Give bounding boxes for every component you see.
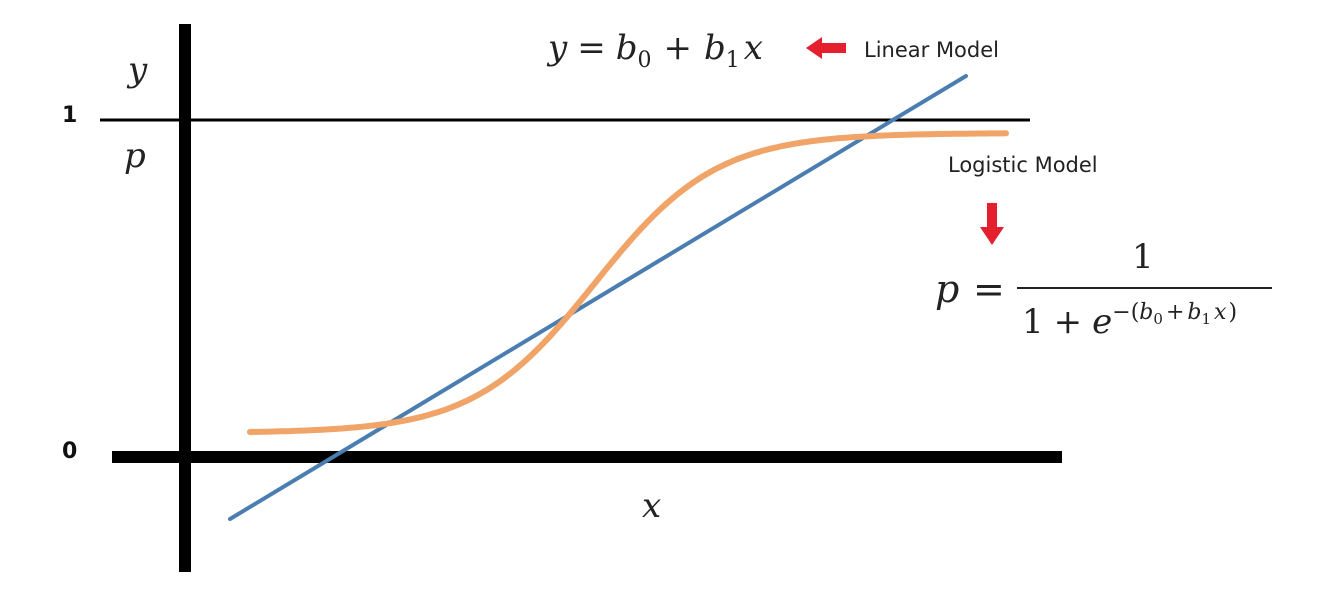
x-axis-label: x <box>642 486 661 526</box>
linear-eq-lhs: y <box>546 28 568 68</box>
logistic-eq-exp-sub1: 1 <box>1201 310 1211 328</box>
linear-eq-sub1: 1 <box>726 48 740 73</box>
linear-model-label: Linear Model <box>864 38 999 62</box>
logistic-eq-den-one: 1 <box>1022 302 1044 342</box>
p-axis-label: p <box>124 136 146 176</box>
linear-eq-b1: b <box>704 28 726 68</box>
logistic-eq-equals: = <box>973 267 1005 311</box>
tick-label-one: 1 <box>62 103 77 128</box>
linear-eq-x: x <box>744 28 763 68</box>
logistic-eq-lhs: p <box>935 267 959 311</box>
linear-eq-b0: b <box>616 28 638 68</box>
logistic-eq-exp-open: −( <box>1112 300 1139 325</box>
logistic-model-label: Logistic Model <box>948 153 1098 177</box>
linear-model-arrow-icon <box>806 37 846 59</box>
logistic-eq-den-plus: + <box>1054 302 1083 342</box>
logistic-model-arrow-icon <box>980 203 1004 245</box>
linear-eq-sub0: 0 <box>637 48 651 73</box>
linear-eq-plus: + <box>663 28 692 68</box>
y-axis-label: y <box>126 50 148 90</box>
linear-eq-equals: = <box>577 28 606 68</box>
tick-label-zero: 0 <box>62 439 77 464</box>
logistic-eq-e: e <box>1092 302 1112 342</box>
linear-model-line <box>228 74 968 521</box>
logistic-eq-exp-b1: b <box>1187 300 1201 325</box>
logistic-eq-exp-b0: b <box>1139 300 1153 325</box>
logistic-eq-numerator: 1 <box>1132 237 1154 277</box>
logistic-eq-exp-x: x <box>1214 300 1227 325</box>
logistic-eq-exp-close: ) <box>1228 300 1237 325</box>
logistic-eq-exp-plus: + <box>1166 300 1184 325</box>
logistic-model-curve <box>247 130 1009 435</box>
logistic-eq-exp-sub0: 0 <box>1153 310 1163 328</box>
